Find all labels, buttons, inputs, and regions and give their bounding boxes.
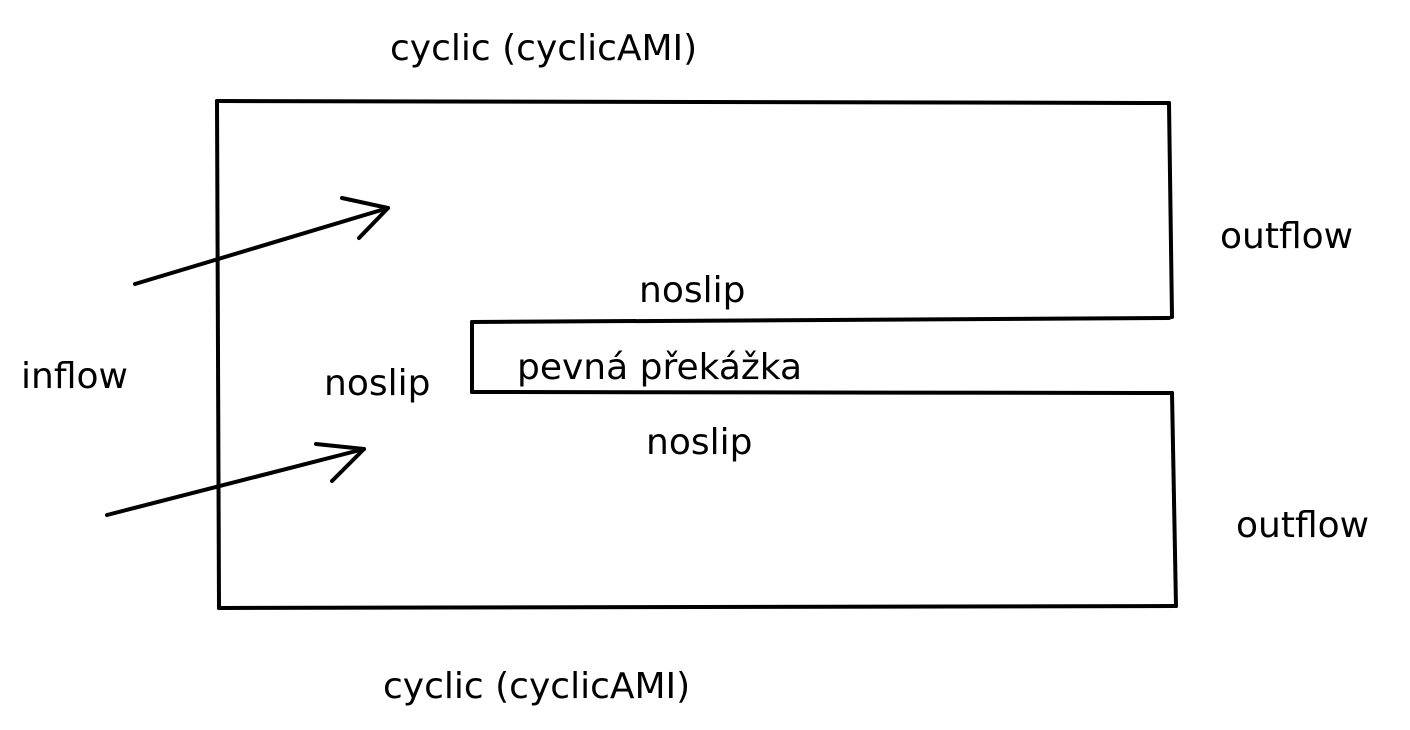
top-boundary-label: cyclic (cyclicAMI) — [390, 28, 697, 69]
obstacle-front-wall-label: noslip — [324, 363, 430, 404]
domain-left-wall — [215, 99, 221, 610]
domain-bottom-wall — [217, 604, 1178, 610]
obstacle-bottom-wall-label: noslip — [646, 422, 752, 463]
inlet-label: inflow — [21, 356, 128, 397]
outlet-lower-label: outflow — [1236, 505, 1369, 546]
outlet-upper-wall — [1167, 101, 1174, 319]
bottom-boundary-label: cyclic (cyclicAMI) — [383, 666, 690, 707]
obstacle-bottom-edge — [470, 390, 1174, 395]
domain-top-wall — [215, 99, 1171, 105]
obstacle-top-wall-label: noslip — [639, 270, 745, 311]
outlet-upper-label: outflow — [1220, 216, 1353, 257]
arrow-right-icon — [105, 442, 366, 517]
arrow-right-icon — [133, 196, 390, 286]
obstacle-top-edge — [470, 316, 1171, 324]
outlet-lower-wall — [1170, 391, 1178, 608]
obstacle-label: pevná překážka — [517, 347, 802, 388]
